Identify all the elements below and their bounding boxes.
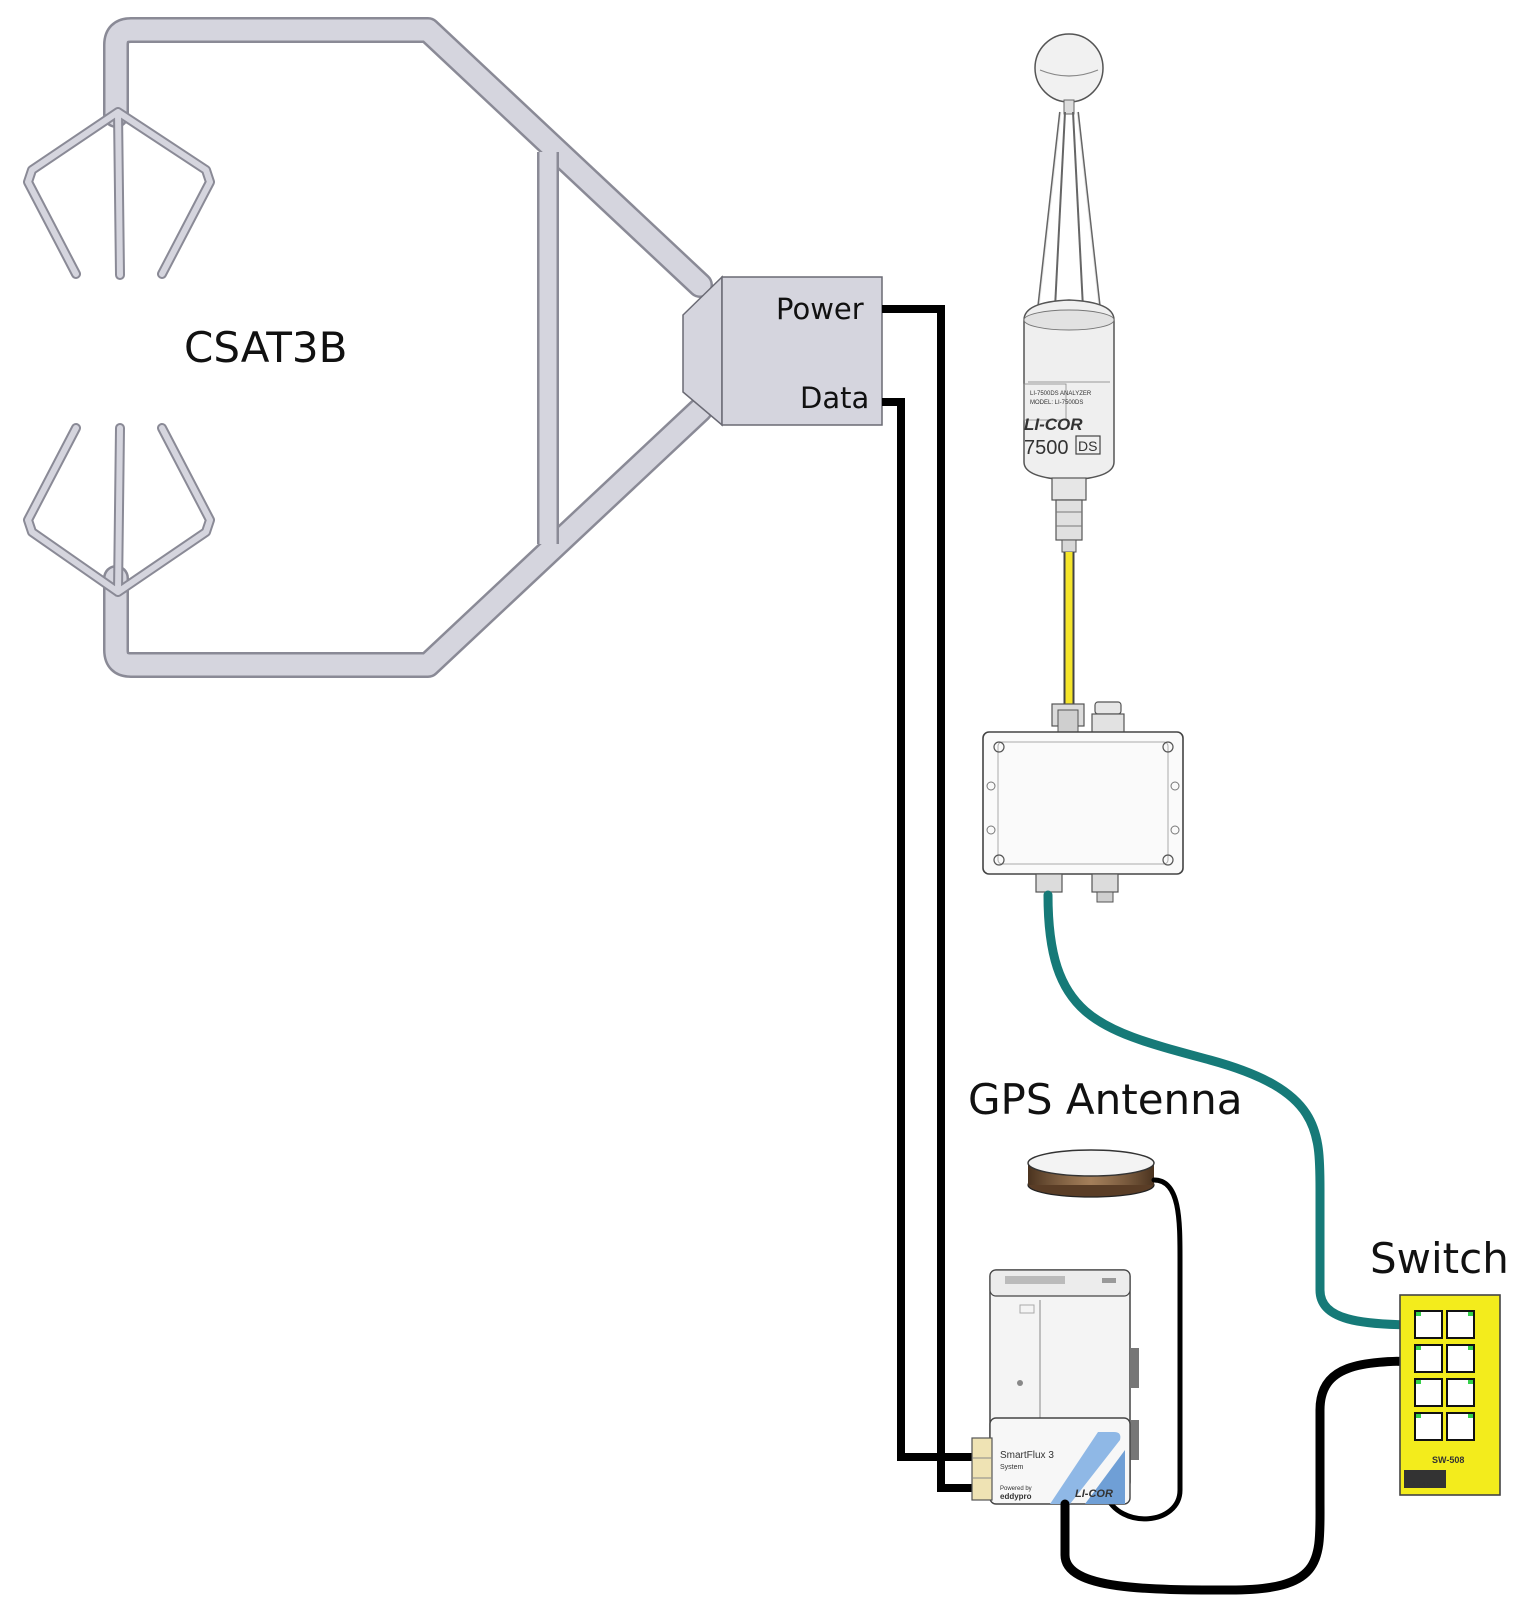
analyzer-junction-box — [982, 701, 1184, 903]
smartflux-subtitle: System — [1000, 1464, 1024, 1471]
analyzer-suffix: DS — [1078, 438, 1097, 454]
csat3b-label: CSAT3B — [184, 323, 347, 372]
switch-ports — [1414, 1310, 1475, 1441]
ethernet-cable-junction-to-switch — [1043, 890, 1425, 1330]
smartflux-powered-by: Powered by — [1000, 1486, 1032, 1492]
data-cable — [882, 398, 972, 1461]
smartflux-brand: LI-COR — [1075, 1488, 1113, 1500]
power-cable — [882, 305, 972, 1492]
csat3b-frame — [103, 17, 713, 678]
smartflux-title: SmartFlux 3 — [1000, 1450, 1054, 1461]
ethernet-cable-smartflux-to-switch — [1060, 1356, 1425, 1595]
csat3b-anemometer — [23, 17, 883, 678]
switch-label: Switch — [1370, 1234, 1509, 1283]
csat3b-electronics-box — [682, 275, 883, 427]
csat3b-upper-transducers — [23, 107, 215, 280]
gps-antenna-label: GPS Antenna — [968, 1075, 1243, 1124]
switch-dip-labels: 1 2 3 4 5 — [1407, 1482, 1431, 1488]
gps-antenna-cable — [1103, 1177, 1183, 1522]
gps-antenna — [1027, 1149, 1155, 1198]
power-data-cables — [882, 305, 972, 1492]
li-7500ds-analyzer: LI-7500DS ANALYZER MODEL: LI-7500DS LI-C… — [1023, 33, 1115, 553]
power-port-label: Power — [776, 292, 864, 326]
analyzer-model: 7500 — [1024, 437, 1069, 459]
svg-text:MODEL: LI-7500DS: MODEL: LI-7500DS — [1030, 400, 1083, 406]
smartflux-partner: eddypro — [1000, 1492, 1032, 1501]
analyzer-brand: LI-COR — [1024, 415, 1083, 434]
svg-text:LI-7500DS ANALYZER: LI-7500DS ANALYZER — [1030, 391, 1092, 397]
csat3b-lower-transducers — [23, 423, 215, 597]
data-port-label: Data — [800, 381, 869, 415]
switch-model: SW-508 — [1432, 1455, 1464, 1465]
network-switch: SW-508 1 2 3 4 5 — [1399, 1294, 1501, 1496]
smartflux3-system: SmartFlux 3 System Powered by eddypro LI… — [971, 1269, 1139, 1505]
